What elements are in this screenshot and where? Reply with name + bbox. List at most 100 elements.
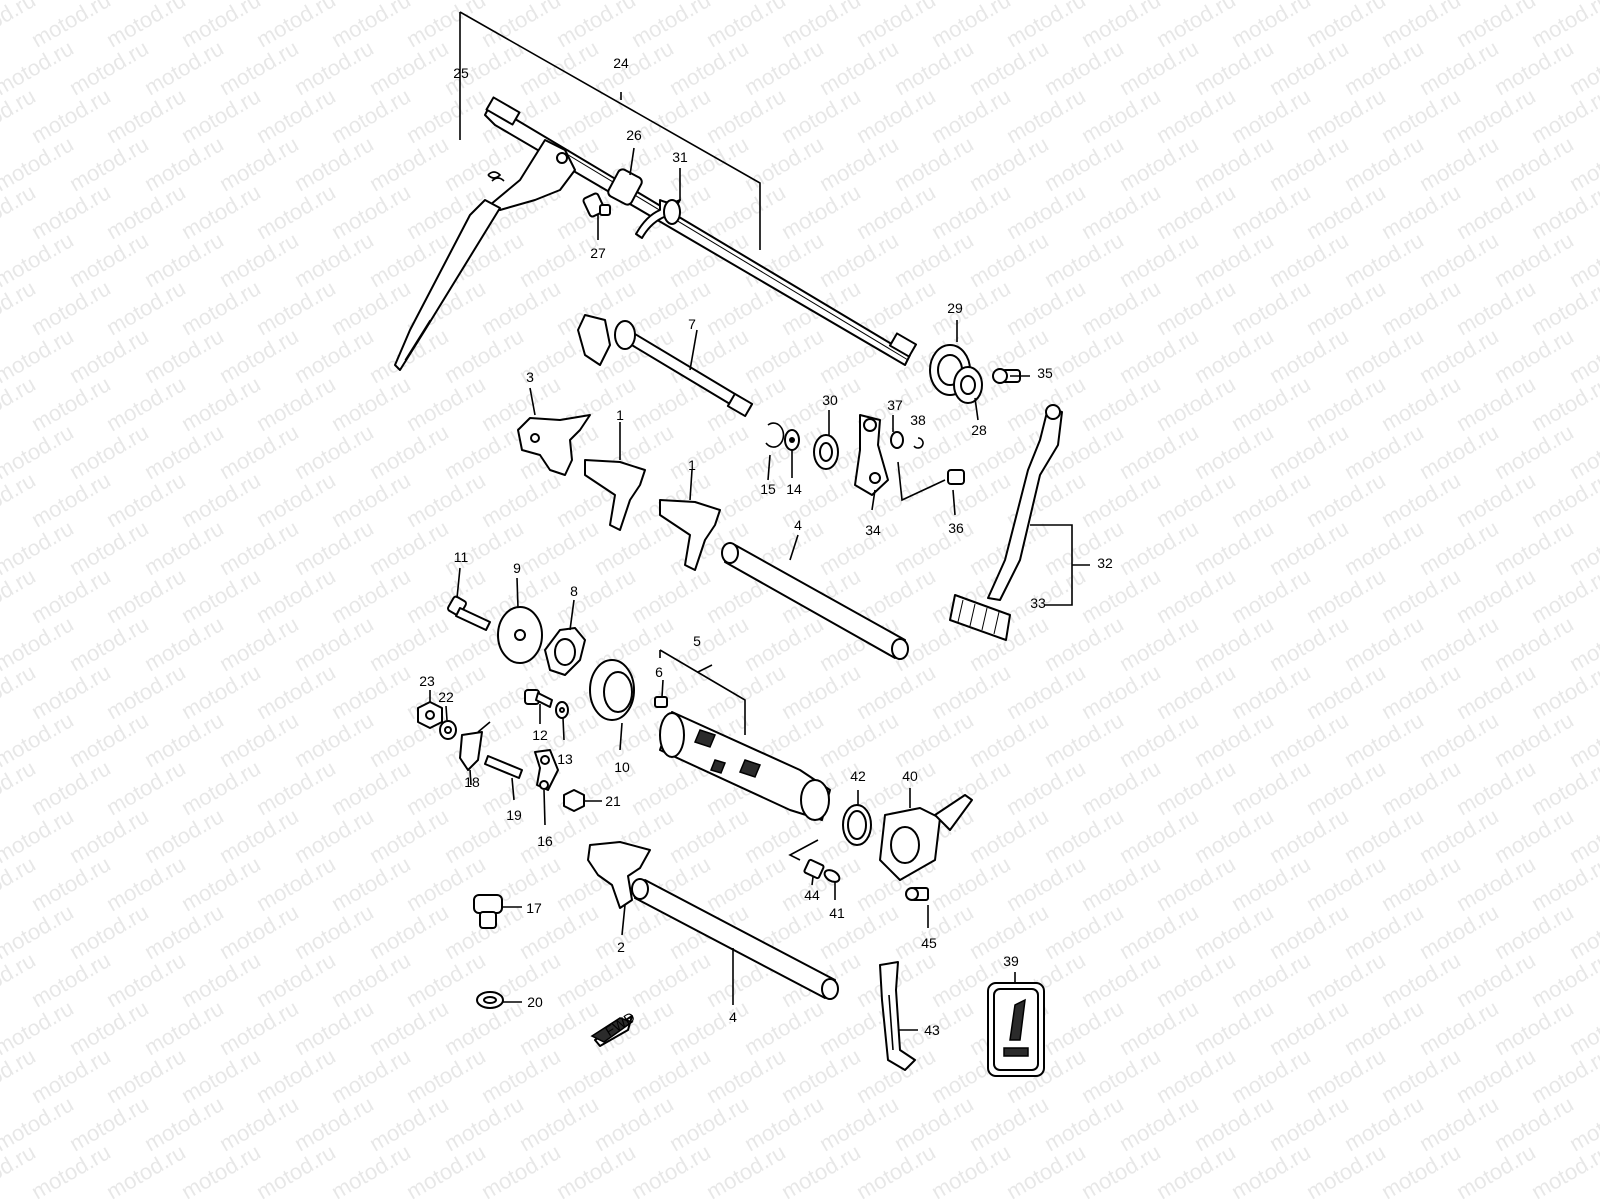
watermark-text: motod.ru (777, 0, 865, 52)
watermark-text: motod.ru (1302, 179, 1390, 244)
watermark-text: motod.ru (890, 515, 978, 580)
watermark-text: motod.ru (590, 515, 678, 580)
callout-25: 25 (453, 65, 469, 81)
watermark-text: motod.ru (1115, 131, 1203, 196)
callout-30: 30 (822, 392, 838, 408)
watermark-text: motod.ru (852, 1139, 940, 1200)
watermark-text: motod.ru (1340, 515, 1428, 580)
watermark-text: motod.ru (1265, 899, 1353, 964)
callout-36: 36 (948, 520, 964, 536)
watermark-text: motod.ru (365, 515, 453, 580)
callout-labels: 24 25 26 31 27 29 35 28 7 3 1 1 15 14 30… (419, 55, 1113, 1038)
watermark-text: motod.ru (1377, 371, 1465, 436)
watermark-text: motod.ru (702, 179, 790, 244)
watermark-text: motod.ru (1040, 899, 1128, 964)
watermark-text: motod.ru (65, 419, 153, 484)
watermark-text: motod.ru (1265, 35, 1353, 100)
callout-18: 18 (464, 774, 480, 790)
watermark-text: motod.ru (1452, 659, 1540, 724)
watermark-text: motod.ru (1340, 1091, 1428, 1156)
watermark-text: motod.ru (177, 0, 265, 52)
watermark-text: motod.ru (215, 419, 303, 484)
callout-34: 34 (865, 522, 881, 538)
watermark-text: motod.ru (177, 947, 265, 1012)
watermark-text: motod.ru (1190, 515, 1278, 580)
watermark-text: motod.ru (177, 371, 265, 436)
callout-1b: 1 (688, 457, 696, 473)
watermark-text: motod.ru (1190, 323, 1278, 388)
watermark-text: motod.ru (177, 659, 265, 724)
watermark-text: motod.ru (1302, 659, 1390, 724)
watermark-text: motod.ru (965, 1091, 1053, 1156)
watermark-text: motod.ru (1152, 659, 1240, 724)
callout-44: 44 (804, 887, 820, 903)
watermark-text: motod.ru (477, 1043, 565, 1108)
watermark-text: motod.ru (177, 755, 265, 820)
watermark-text: motod.ru (965, 35, 1053, 100)
small-parts-15-14-30 (765, 422, 839, 470)
watermark-text: motod.ru (402, 467, 490, 532)
watermark-text: motod.ru (1452, 947, 1540, 1012)
watermark-text: motod.ru (1415, 803, 1503, 868)
callout-19: 19 (506, 807, 522, 823)
watermark-text: motod.ru (1377, 851, 1465, 916)
watermark-text: motod.ru (365, 1091, 453, 1156)
watermark-text: motod.ru (327, 83, 415, 148)
watermark-text: motod.ru (1115, 611, 1203, 676)
watermark-text: motod.ru (290, 131, 378, 196)
watermark-text: motod.ru (1377, 467, 1465, 532)
callout-40: 40 (902, 768, 918, 784)
watermark-text: motod.ru (1340, 995, 1428, 1060)
callout-10: 10 (614, 759, 630, 775)
watermark-text: motod.ru (1077, 851, 1165, 916)
watermark-text: motod.ru (1227, 563, 1315, 628)
watermark-text: motod.ru (477, 0, 565, 52)
watermark-text: motod.ru (1190, 35, 1278, 100)
watermark-text: motod.ru (1452, 371, 1540, 436)
watermark-text: motod.ru (402, 371, 490, 436)
watermark-text: motod.ru (290, 419, 378, 484)
watermark-text: motod.ru (290, 323, 378, 388)
watermark-text: motod.ru (627, 275, 715, 340)
watermark-text: motod.ru (177, 83, 265, 148)
watermark-text: motod.ru (852, 179, 940, 244)
watermark-text: motod.ru (1077, 563, 1165, 628)
watermark-text: motod.ru (327, 851, 415, 916)
watermark-text: motod.ru (1265, 419, 1353, 484)
watermark-text: motod.ru (777, 83, 865, 148)
watermark-text: motod.ru (777, 659, 865, 724)
watermark-text: motod.ru (327, 179, 415, 244)
watermark-text: motod.ru (1040, 227, 1128, 292)
watermark-text: motod.ru (1227, 1043, 1315, 1108)
watermark-text: motod.ru (815, 1091, 903, 1156)
gearshift-shaft-assembly (394, 11, 1021, 404)
watermark-text: motod.ru (702, 851, 790, 916)
watermark-text: motod.ru (102, 947, 190, 1012)
watermark-text: motod.ru (1190, 131, 1278, 196)
watermark-text: motod.ru (1040, 803, 1128, 868)
watermark-text: motod.ru (1377, 275, 1465, 340)
watermark-text: motod.ru (290, 611, 378, 676)
watermark-text: motod.ru (1190, 707, 1278, 772)
watermark-text: motod.ru (627, 1043, 715, 1108)
watermark-text: motod.ru (140, 131, 228, 196)
watermark-text: motod.ru (1077, 371, 1165, 436)
callout-39: 39 (1003, 953, 1019, 969)
watermark-text: motod.ru (65, 707, 153, 772)
watermark-text: motod.ru (252, 851, 340, 916)
watermark-text: motod.ru (1077, 1139, 1165, 1200)
callout-26: 26 (626, 127, 642, 143)
watermark-text: motod.ru (1490, 899, 1578, 964)
watermark-text: motod.ru (327, 1139, 415, 1200)
watermark-text: motod.ru (177, 1043, 265, 1108)
callout-38: 38 (910, 412, 926, 428)
watermark-text: motod.ru (102, 563, 190, 628)
watermark-text: motod.ru (327, 1043, 415, 1108)
watermark-text: motod.ru (140, 995, 228, 1060)
watermark-text: motod.ru (1415, 323, 1503, 388)
callout-13: 13 (557, 751, 573, 767)
watermark-text: motod.ru (1340, 131, 1428, 196)
watermark-text: motod.ru (177, 563, 265, 628)
callout-22: 22 (438, 689, 454, 705)
